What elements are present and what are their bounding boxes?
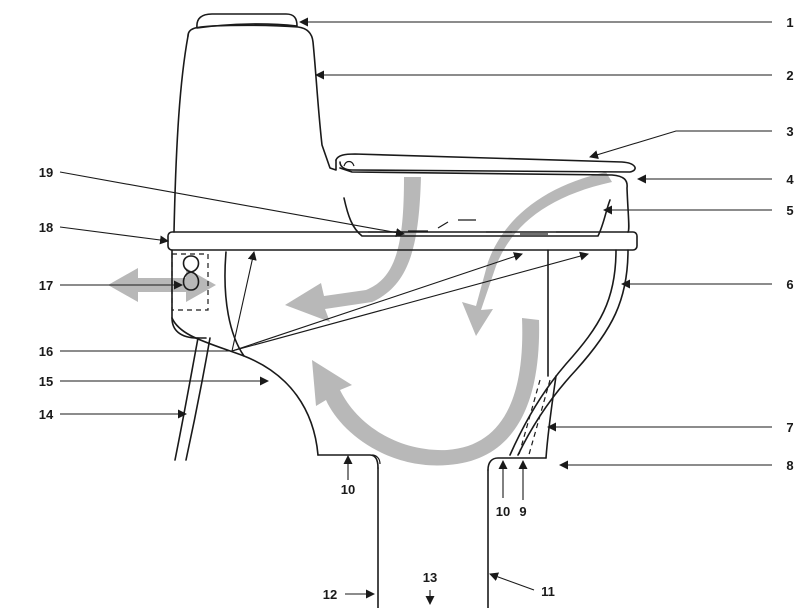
vent-hose [174,337,199,461]
vent-hose-inner [185,337,211,461]
body-right-inner [509,249,617,456]
seat-ring [339,167,630,233]
tank-body [187,24,337,171]
callout-3: 3 [786,124,793,139]
leader-3 [589,130,772,159]
callout-6: 6 [786,277,793,292]
callout-13: 13 [423,570,437,585]
callout-9: 9 [519,504,526,519]
fan-symbol [182,255,200,291]
airflow-arrow-center-down [285,177,421,322]
callout-10a: 10 [341,482,355,497]
leader-16d [231,251,589,352]
tank-lid [196,13,298,29]
leader-19 [59,171,405,238]
urine-hose-outer [545,375,557,459]
callout-labels: 1 2 3 4 5 6 7 8 9 10 10 11 12 13 14 15 1… [39,15,795,602]
callout-16: 16 [39,344,53,359]
body-right-lower [487,457,547,471]
airflow-arrow-bowl-loop [312,318,540,466]
callout-17: 17 [39,278,53,293]
leader-16c [231,252,523,352]
callout-7: 7 [786,420,793,435]
callout-5: 5 [786,203,793,218]
urine-hose [527,379,551,459]
callout-2: 2 [786,68,793,83]
leader-18 [59,226,169,245]
callout-19: 19 [39,165,53,180]
seat-hinge [343,160,355,167]
seat-lid [335,153,636,173]
leader-11 [489,572,535,591]
callout-8: 8 [786,458,793,473]
outlet-pipe-left-lip [371,454,381,465]
tank-left-wall [173,35,189,233]
callout-leaders [59,17,772,605]
body-right-contour [517,249,629,456]
body-left-contour [171,317,319,456]
callout-1: 1 [786,15,793,30]
fan-box [171,253,209,311]
callout-14: 14 [39,407,54,422]
callout-18: 18 [39,220,53,235]
callout-11: 11 [541,584,555,599]
leader-16b [231,251,257,352]
callout-12: 12 [323,587,337,602]
callout-4: 4 [786,172,794,187]
callout-10b: 10 [496,504,510,519]
airflow-arrow-right-down [462,172,612,336]
body-left-wall [317,454,379,469]
urine-hose-2 [517,379,541,459]
callout-15: 15 [39,374,53,389]
toilet-outline [167,13,638,608]
